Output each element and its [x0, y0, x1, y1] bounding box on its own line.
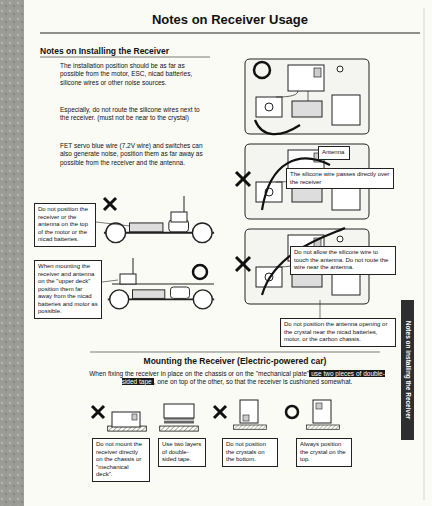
- body-note: The installation position should be as f…: [60, 62, 210, 87]
- side-tab: Notes on installing the Receiver: [401, 300, 414, 440]
- box-text: Do not position the crystals on the bott…: [226, 441, 274, 464]
- body-note: FET servo blue wire (7.2V wire) and swit…: [60, 142, 210, 167]
- box-text: Do not mount the receiver directly on th…: [96, 441, 146, 479]
- box-text: Always position the crystal on the top.: [300, 441, 348, 464]
- section-heading: Notes on Installing the Receiver: [40, 46, 220, 57]
- body-note: Especially, do not route the silicone wi…: [60, 106, 210, 123]
- box-text: Antenna: [322, 149, 346, 157]
- box-text: Do not position the receiver or the ante…: [38, 206, 92, 244]
- callout-box: Do not allow the silicone wire to touch …: [290, 246, 396, 275]
- callout-box: Do not position the crystals on the bott…: [222, 438, 278, 467]
- section-heading: Mounting the Receiver (Electric-powered …: [60, 356, 410, 367]
- callout-box: The silicone wire passes directly over t…: [286, 168, 394, 189]
- box-text: Do not position the antenna opening or t…: [284, 321, 392, 344]
- callout-box: Use two layers of double-sided tape.: [158, 438, 206, 467]
- mounting-paragraph: When fixing the receiver in place on the…: [82, 370, 392, 387]
- body-note: , one on top of the other, so that the r…: [154, 378, 353, 385]
- box-text: Notes on installing the Receiver: [403, 321, 411, 420]
- callout-box: Do not position the antenna opening or t…: [280, 318, 396, 347]
- callout-box: Always position the crystal on the top.: [296, 438, 352, 467]
- callout-box: When mounting the receiver and antenna o…: [34, 260, 102, 319]
- antenna-tag: Antenna: [318, 146, 350, 160]
- box-text: When mounting the receiver and antenna o…: [38, 263, 98, 316]
- callout-box: Do not mount the receiver directly on th…: [92, 438, 150, 482]
- box-text: The silicone wire passes directly over t…: [290, 171, 390, 186]
- box-text: Use two layers of double-sided tape.: [162, 441, 202, 464]
- callout-box: Do not position the receiver or the ante…: [34, 203, 96, 247]
- page-title: Notes on Receiver Usage: [40, 12, 420, 29]
- box-text: Do not allow the silicone wire to touch …: [294, 249, 392, 272]
- body-note: When fixing the receiver in place on the…: [89, 370, 309, 377]
